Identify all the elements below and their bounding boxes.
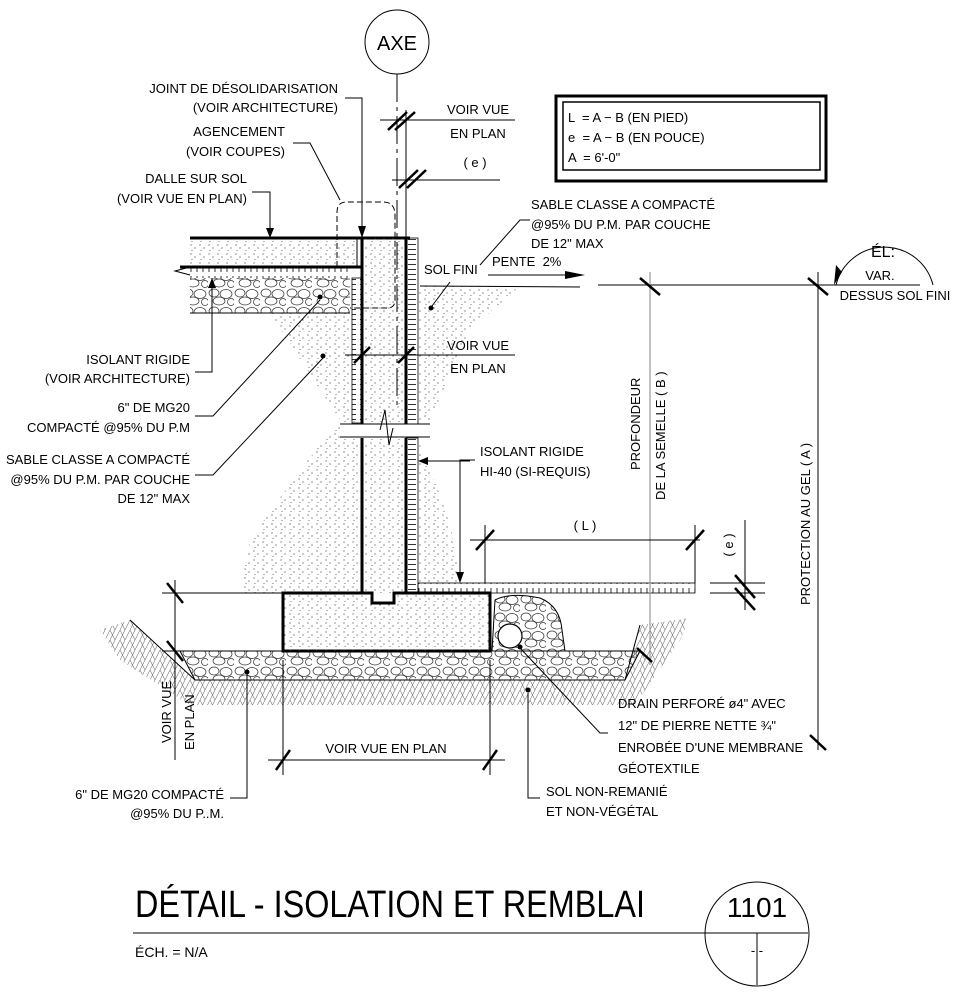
legend-box xyxy=(554,94,828,183)
mg20-label-2: COMPACTÉ @95% DU P.M xyxy=(27,420,190,435)
profondeur-label: PROFONDEUR xyxy=(628,378,643,470)
L-dim-label: ( L ) xyxy=(574,518,597,533)
agencement-label-2: (VOIR COUPES) xyxy=(186,144,285,159)
mg20-bottom-label-2: @95% DU P..M. xyxy=(130,806,224,821)
isolant-left-label: ISOLANT RIGIDE xyxy=(86,352,190,367)
axis-label: AXE xyxy=(377,33,417,55)
isolant-left-label-2: (VOIR ARCHITECTURE) xyxy=(45,371,190,386)
horizontal-insulation xyxy=(417,582,696,594)
elevation-ref: DESSUS SOL FINI xyxy=(840,288,951,303)
mg20-under-slab xyxy=(190,278,350,313)
mg20-bottom-label: 6" DE MG20 COMPACTÉ xyxy=(75,787,224,802)
joint-label: JOINT DE DÉSOLIDARISATION xyxy=(149,81,338,96)
drawing-title: DÉTAIL - ISOLATION ET REMBLAI xyxy=(135,883,645,926)
drain-label: DRAIN PERFORÉ ø4" AVEC xyxy=(618,696,786,711)
e-dim-label: ( e ) xyxy=(721,533,736,556)
dalle-label: DALLE SUR SOL xyxy=(145,171,247,186)
inner-wall-insulation xyxy=(351,277,363,424)
isolant-right-label-2: HI-40 (SI-REQUIS) xyxy=(480,464,591,479)
voir-vue-top-2: EN PLAN xyxy=(450,126,506,141)
sable-left-label-2: @95% DU P.M. PAR COUCHE xyxy=(10,472,190,487)
agencement-label: AGENCEMENT xyxy=(193,124,285,139)
isolant-right-label: ISOLANT RIGIDE xyxy=(480,444,584,459)
voir-vue-mid: VOIR VUE xyxy=(447,338,509,353)
slab-insulation xyxy=(190,268,352,278)
e-top-dim: ( e ) xyxy=(463,155,486,170)
sheet-reference: - - xyxy=(751,943,763,958)
sable-left-label: SABLE CLASSE A COMPACTÉ xyxy=(6,452,190,467)
elevation-value: VAR. xyxy=(865,268,894,283)
voir-vue-left-2: EN PLAN xyxy=(182,694,197,750)
outer-wall-insulation xyxy=(405,237,419,425)
elevation-label: ÉL: xyxy=(871,242,895,261)
legend-row-1: L = A − B (EN PIED) xyxy=(568,110,688,125)
drain-label-4: GÉOTEXTILE xyxy=(618,761,700,776)
profondeur-label-2: DE LA SEMELLE ( B ) xyxy=(653,371,668,500)
slab-on-grade xyxy=(190,238,362,267)
sand-backfill-right-lower xyxy=(418,440,460,583)
pente-label: PENTE 2% xyxy=(492,254,562,269)
sol-non-label-2: ET NON-VÉGÉTAL xyxy=(546,804,658,819)
sand-backfill-right xyxy=(418,286,520,420)
sol-fini-label: SOL FINI xyxy=(424,262,478,277)
joint-label-2: (VOIR ARCHITECTURE) xyxy=(193,100,338,115)
dalle-label-2: (VOIR VUE EN PLAN) xyxy=(117,191,247,206)
sable-right-label: SABLE CLASSE A COMPACTÉ xyxy=(531,197,715,212)
voir-vue-top: VOIR VUE xyxy=(447,102,509,117)
sol-non-label: SOL NON-REMANIÉ xyxy=(546,784,668,799)
legend-row-2: e = A − B (EN POUCE) xyxy=(568,130,705,145)
sable-right-label-2: @95% DU P.M. PAR COUCHE xyxy=(531,217,711,232)
elevation-marker xyxy=(835,246,934,286)
detail-bubble xyxy=(704,881,810,987)
voir-vue-left: VOIR VUE xyxy=(159,681,174,743)
protection-label: PROTECTION AU GEL ( A ) xyxy=(798,443,813,605)
voir-vue-mid-2: EN PLAN xyxy=(450,361,506,376)
drawing-scale: ÉCH. = N/A xyxy=(135,944,208,960)
sable-right-label-3: DE 12" MAX xyxy=(531,236,604,251)
detail-number: 1101 xyxy=(727,892,787,923)
legend-row-3: A = 6'-0" xyxy=(568,150,621,165)
sable-left-label-3: DE 12" MAX xyxy=(117,491,190,506)
annotations: JOINT DE DÉSOLIDARISATION (VOIR ARCHITEC… xyxy=(6,81,813,821)
drain-pipe xyxy=(497,623,523,649)
sand-backfill-left xyxy=(240,313,362,593)
drain-label-3: ENROBÉE D'UNE MEMBRANE xyxy=(618,740,804,755)
outer-wall-insulation-lower xyxy=(405,437,419,594)
drain-label-2: 12" DE PIERRE NETTE ¾" xyxy=(618,718,776,733)
mg20-bed xyxy=(179,650,641,681)
mg20-label: 6" DE MG20 xyxy=(117,400,190,415)
voir-vue-bottom: VOIR VUE EN PLAN xyxy=(325,741,446,756)
